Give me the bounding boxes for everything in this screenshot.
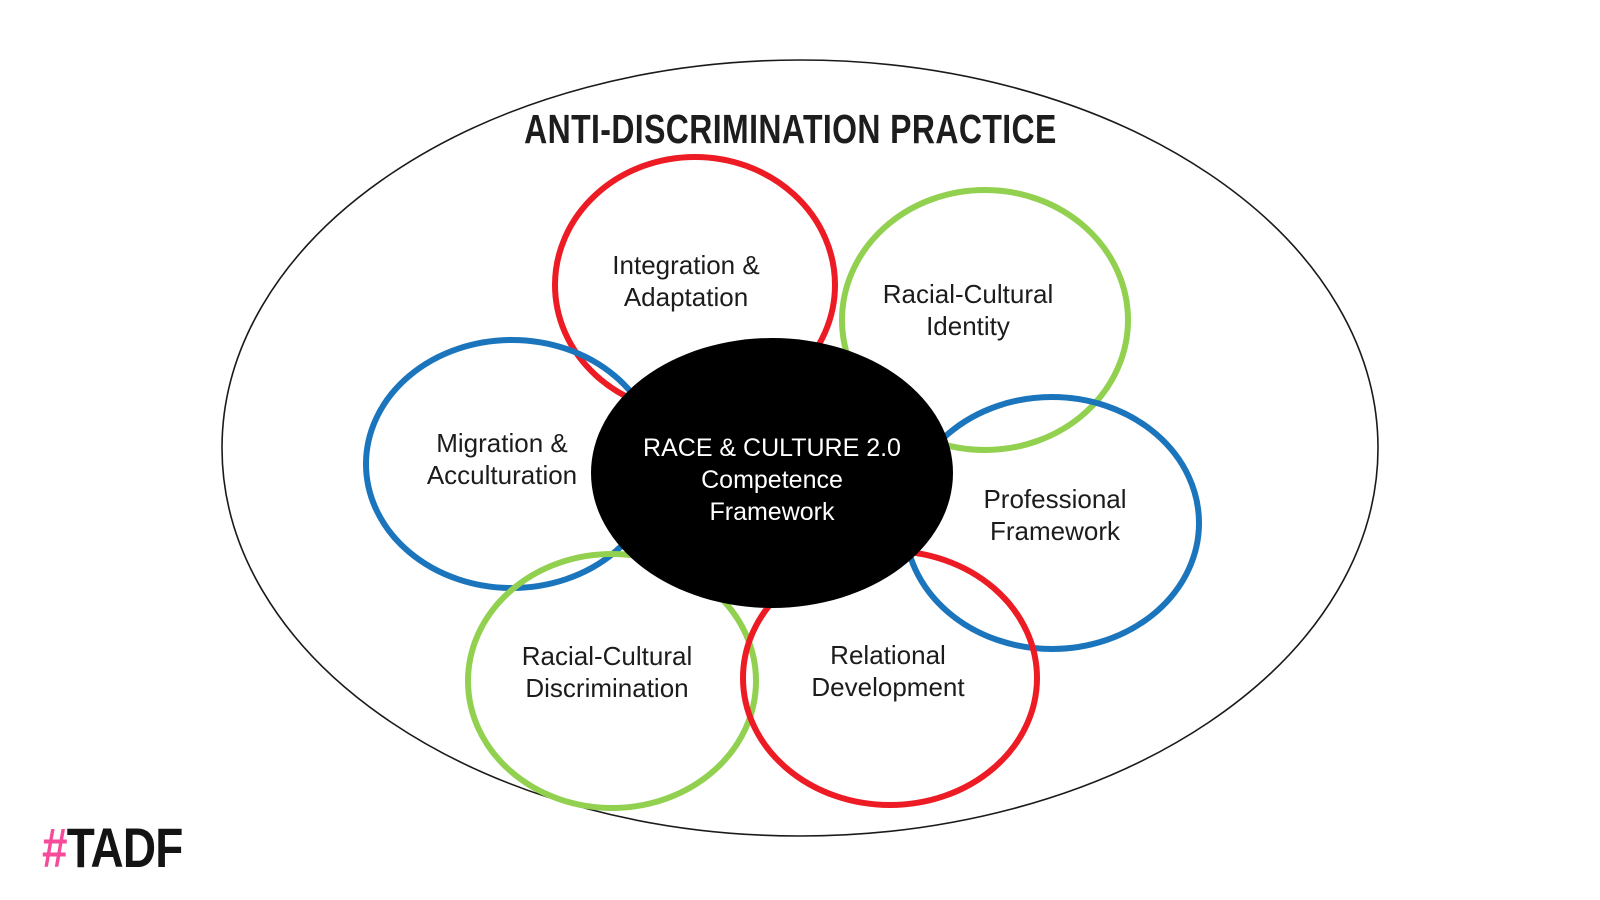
label-racial-cultural-identity: Racial-Cultural Identity bbox=[882, 279, 1054, 341]
diagram-title-text: ANTI-DISCRIMINATION PRACTICE bbox=[523, 106, 1057, 152]
brand-hash-symbol: # bbox=[42, 816, 68, 879]
label-professional-framework: Professional Framework bbox=[983, 484, 1127, 546]
label-relational-development: Relational Development bbox=[811, 640, 965, 702]
petal-circle-racial-cultural-identity bbox=[839, 187, 1131, 453]
brand-logo: #TADF bbox=[42, 820, 213, 876]
center-label: RACE & CULTURE 2.0 Competence Framework bbox=[643, 434, 901, 526]
label-racial-cultural-discrimination: Racial-Cultural Discrimination bbox=[521, 641, 693, 703]
brand-logo-text: #TADF bbox=[42, 820, 183, 876]
diagram-title: ANTI-DISCRIMINATION PRACTICE bbox=[0, 106, 1580, 153]
label-integration-adaptation: Integration & Adaptation bbox=[612, 250, 760, 312]
label-migration-acculturation: Migration & Acculturation bbox=[426, 428, 578, 490]
center-ellipse bbox=[591, 338, 953, 608]
brand-name-text: TADF bbox=[66, 816, 184, 879]
outer-boundary-ellipse bbox=[221, 59, 1379, 837]
petal-circle-racial-cultural-discrimination bbox=[465, 551, 759, 811]
